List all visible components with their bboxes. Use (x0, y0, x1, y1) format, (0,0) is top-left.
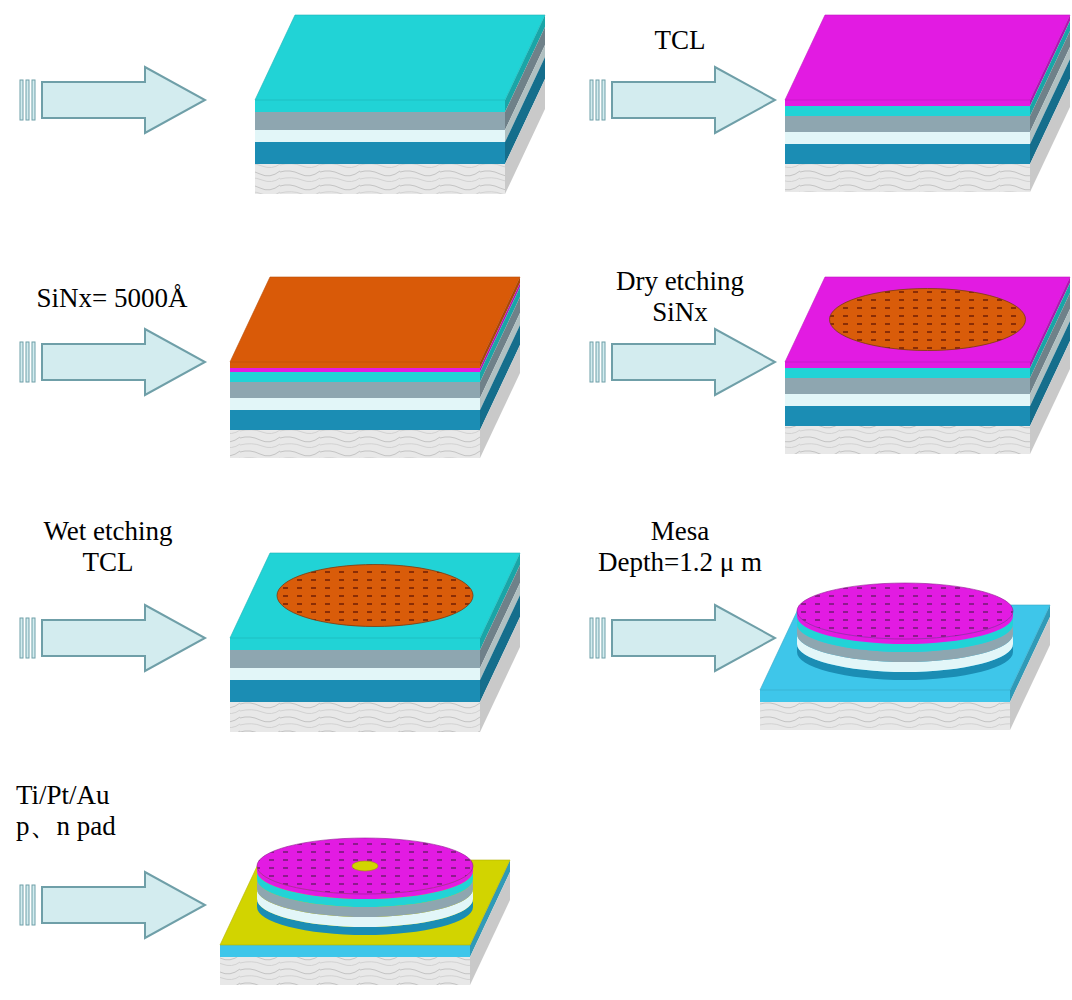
wafer-layer (230, 650, 480, 668)
wafer-layer-side (505, 79, 545, 194)
process-arrow (612, 67, 775, 133)
wafer-layer (785, 406, 1030, 426)
arrow-bar (596, 80, 599, 120)
arrow-bar (32, 885, 35, 925)
wafer-layer (255, 164, 505, 194)
wafer-layer (230, 410, 480, 430)
wafer-layer (785, 100, 1030, 106)
patterned-mask (830, 289, 1026, 351)
arrow-bar (26, 618, 29, 658)
wafer-layer-side (480, 617, 520, 732)
mesa-top (257, 838, 473, 894)
wafer-layer (230, 368, 480, 372)
wafer-layer (220, 957, 470, 985)
arrow-bar (20, 80, 23, 120)
step-label: Wet etchingTCL (43, 516, 172, 578)
step-label: TCL (655, 25, 706, 56)
p-pad (352, 861, 378, 871)
arrow-bar (590, 80, 593, 120)
wafer-layer (785, 116, 1030, 132)
wafer-layer (785, 394, 1030, 406)
wafer-layer (230, 702, 480, 732)
step-label: Ti/Pt/Aup、n pad (16, 780, 116, 842)
process-arrow (612, 605, 775, 671)
arrow-bar (32, 618, 35, 658)
wafer-top-face (230, 277, 520, 362)
arrow-bar (32, 342, 35, 382)
wafer-layer (785, 378, 1030, 394)
wafer-layer (785, 106, 1030, 116)
wafer-layer (230, 398, 480, 410)
wafer-layer (255, 112, 505, 130)
arrow-bar (26, 342, 29, 382)
process-arrow (612, 329, 775, 395)
wafer-layer (230, 372, 480, 382)
arrow-bar (20, 342, 23, 382)
wafer-layer (785, 144, 1030, 164)
process-arrow (42, 872, 205, 938)
arrow-bar (590, 618, 593, 658)
step-label: SiNx= 5000Å (37, 283, 188, 314)
process-arrow (42, 605, 205, 671)
wafer-layer (230, 638, 480, 650)
wafer-layer (230, 430, 480, 458)
step-label: MesaDepth=1.2 μ m (598, 516, 762, 578)
wafer-top-face (230, 553, 520, 638)
process-arrow (42, 329, 205, 395)
wafer-top-face (785, 15, 1070, 100)
arrow-bar (590, 342, 593, 382)
wafer-layer (785, 426, 1030, 454)
wafer-layer (760, 690, 1010, 702)
arrow-bar (602, 618, 605, 658)
wafer-layer-side (1030, 341, 1070, 454)
arrow-bar (20, 885, 23, 925)
wafer-layer (785, 164, 1030, 192)
arrow-bar (26, 885, 29, 925)
wafer-layer (785, 368, 1030, 378)
mesa-top (797, 583, 1013, 639)
patterned-mask (277, 565, 473, 627)
process-arrow (42, 67, 205, 133)
wafer-layer (255, 142, 505, 164)
wafer-layer (255, 100, 505, 112)
wafer-layer (230, 680, 480, 702)
arrow-bar (32, 80, 35, 120)
arrow-bar (596, 618, 599, 658)
wafer-layer (230, 668, 480, 680)
wafer-layer (785, 132, 1030, 144)
arrow-bar (602, 80, 605, 120)
wafer-layer (785, 362, 1030, 368)
wafer-layer (255, 130, 505, 142)
arrow-bar (596, 342, 599, 382)
wafer-top-face (255, 15, 545, 100)
wafer-layer-side (1030, 79, 1070, 192)
wafer-layer (220, 945, 470, 957)
wafer-top-face (785, 277, 1070, 362)
arrow-bar (20, 618, 23, 658)
wafer-layer (230, 362, 480, 368)
step-label: Dry etchingSiNx (616, 266, 744, 328)
wafer-layer (760, 702, 1010, 730)
arrow-bar (602, 342, 605, 382)
wafer-layer (230, 382, 480, 398)
arrow-bar (26, 80, 29, 120)
wafer-layer-side (480, 345, 520, 458)
